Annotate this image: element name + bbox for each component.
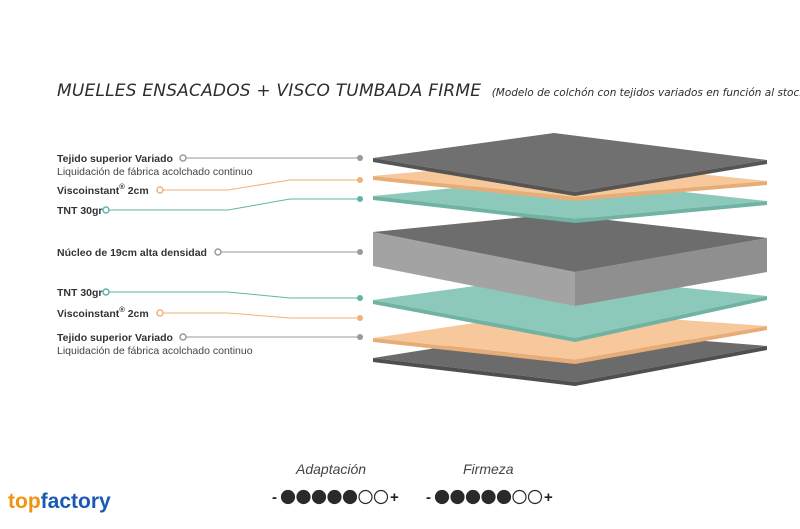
label-top-fabric-sub: Liquidación de fábrica acolchado continu… (57, 166, 253, 178)
dot-bottom-tnt-end (357, 295, 363, 301)
dot-bottom-fabric-start (179, 333, 187, 341)
rating-firmeza-dots (434, 489, 543, 505)
rating-adaptacion-dots (280, 489, 389, 505)
layer-top-fabric (373, 133, 767, 192)
label-bottom-visco: Viscoinstant® 2cm (57, 305, 149, 320)
rating-adaptacion-dot-filled (311, 489, 327, 505)
layers-stack (373, 133, 767, 386)
rating-adaptacion-dot-empty (358, 489, 373, 505)
connector-top-visco (160, 179, 360, 191)
rating-firmeza-dot-filled (450, 489, 465, 505)
rating-adaptacion-label: Adaptación (295, 461, 366, 477)
label-bottom-fabric-title: Tejido superior Variado (57, 332, 173, 344)
connector-top-tnt (106, 198, 360, 211)
connector-bottom-visco (160, 312, 360, 319)
layer-core-top (373, 214, 767, 272)
dot-top-tnt-end (357, 196, 363, 202)
rating-firmeza-dot-filled (465, 489, 481, 505)
dot-bottom-visco-start (156, 309, 164, 317)
rating-firmeza-dot-filled (434, 489, 450, 505)
rating-adaptacion-plus: + (390, 489, 399, 506)
diagram-title: MUELLES ENSACADOS + VISCO TUMBADA FIRME … (57, 81, 800, 101)
label-bottom-tnt: TNT 30gr (57, 287, 103, 299)
connector-bottom-tnt (106, 291, 360, 299)
dot-bottom-visco-end (357, 315, 363, 321)
rating-firmeza-plus: + (544, 489, 553, 506)
label-top-visco: Viscoinstant® 2cm (57, 182, 149, 197)
layer-core-front (373, 232, 575, 306)
connector-dots (102, 154, 363, 341)
layer-labels: Tejido superior Variado Liquidación de f… (57, 153, 253, 357)
label-core: Núcleo de 19cm alta densidad (57, 247, 207, 259)
dot-top-fabric-end (357, 155, 363, 161)
rating-adaptacion-minus: - (272, 489, 277, 506)
dot-core-end (357, 249, 363, 255)
rating-adaptacion-dot-filled (280, 489, 296, 505)
rating-firmeza-dot-filled (481, 489, 496, 505)
rating-firmeza-minus: - (426, 489, 431, 506)
rating-firmeza-dot-empty (512, 489, 527, 505)
dot-core-start (214, 248, 222, 256)
dot-top-fabric-start (179, 154, 187, 162)
rating-firmeza: Firmeza - + (426, 461, 553, 506)
layer-top-visco-edge (373, 176, 767, 201)
layer-core-side (575, 238, 767, 306)
layer-top-tnt-edge (373, 196, 767, 223)
dot-bottom-fabric-end (357, 334, 363, 340)
label-bottom-fabric-sub: Liquidación de fábrica acolchado continu… (57, 345, 253, 357)
rating-adaptacion-dot-filled (296, 489, 311, 505)
rating-firmeza-dot-filled (496, 489, 512, 505)
rating-adaptacion: Adaptación - + (272, 461, 399, 506)
label-top-tnt: TNT 30gr (57, 205, 103, 217)
dot-top-visco-start (156, 186, 164, 194)
layer-top-fabric-edge (373, 158, 767, 196)
dot-bottom-tnt-start (102, 288, 110, 296)
label-top-fabric-title: Tejido superior Variado (57, 153, 173, 165)
connector-lines (106, 157, 360, 338)
dot-top-visco-end (357, 177, 363, 183)
rating-adaptacion-dot-filled (342, 489, 358, 505)
rating-adaptacion-dot-filled (327, 489, 342, 505)
brand-logo: topfactory (8, 490, 111, 513)
rating-adaptacion-dot-empty (373, 489, 389, 505)
dot-top-tnt-start (102, 206, 110, 214)
layer-bottom-tnt (373, 275, 767, 338)
rating-firmeza-label: Firmeza (463, 461, 514, 477)
rating-firmeza-dot-empty (527, 489, 543, 505)
